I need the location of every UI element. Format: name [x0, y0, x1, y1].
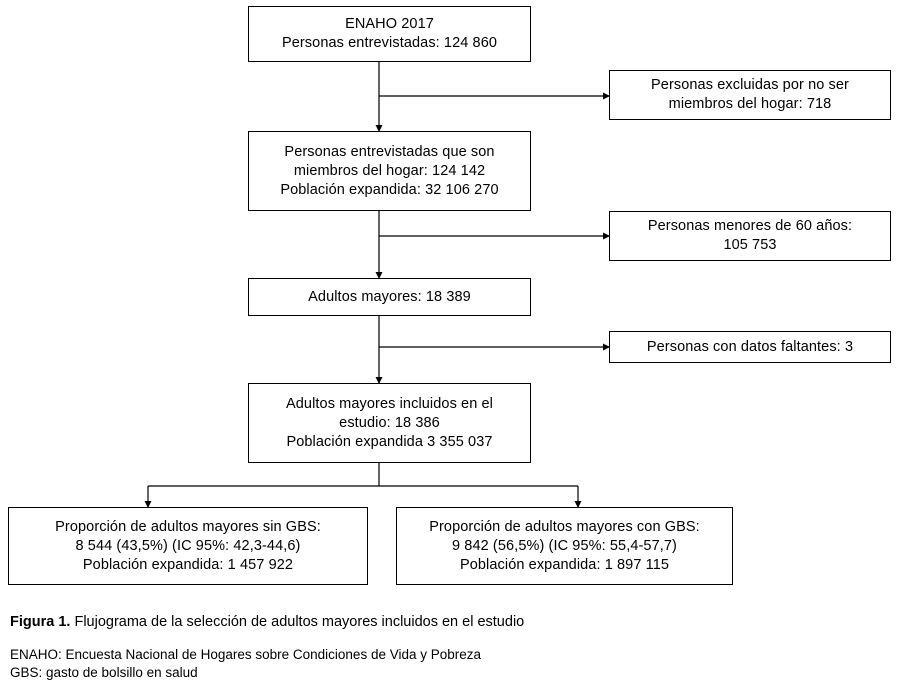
- flow-node-con-gbs-line-1: Proporción de adultos mayores con GBS:: [429, 518, 700, 535]
- flow-node-adultos-incluidos: Adultos mayores incluidos en el estudio:…: [248, 383, 531, 463]
- flow-node-incluidos-line-3: Población expandida 3 355 037: [286, 433, 493, 450]
- flow-node-incluidos-line-2: estudio: 18 386: [339, 414, 440, 431]
- flow-node-excluidos: Personas excluidas por no ser miembros d…: [609, 70, 891, 120]
- flowchart-connectors: [144, 62, 610, 508]
- flow-node-sin-gbs: Proporción de adultos mayores sin GBS: 8…: [8, 507, 368, 585]
- flow-node-miembros-hogar: Personas entrevistadas que son miembros …: [248, 131, 531, 211]
- flow-node-sin-gbs-line-2: 8 544 (43,5%) (IC 95%: 42,3-44,6): [75, 537, 301, 554]
- flow-node-adultos-line-1: Adultos mayores: 18 389: [308, 288, 471, 305]
- flow-node-con-gbs-line-3: Población expandida: 1 897 115: [459, 556, 670, 573]
- footnote-enaho: ENAHO: Encuesta Nacional de Hogares sobr…: [10, 647, 482, 662]
- flow-node-miembros-line-2: miembros del hogar: 124 142: [293, 162, 486, 179]
- flow-node-con-gbs: Proporción de adultos mayores con GBS: 9…: [396, 507, 733, 585]
- flow-node-enaho-line-2: Personas entrevistadas: 124 860: [281, 35, 498, 51]
- flow-node-faltantes-line-1: Personas con datos faltantes: 3: [646, 338, 854, 355]
- flow-node-miembros-line-3: Población expandida: 32 106 270: [280, 181, 499, 198]
- connector-incluidos-split: [144, 463, 582, 508]
- figure-footnotes: ENAHO: Encuesta Nacional de Hogares sobr…: [10, 646, 890, 682]
- footnote-gbs: GBS: gasto de bolsillo en salud: [10, 665, 198, 680]
- flow-node-adultos-mayores: Adultos mayores: 18 389: [248, 278, 531, 316]
- flow-node-enaho-line-1: ENAHO 2017: [345, 16, 434, 32]
- figure-caption-block: Figura 1. Flujograma de la selección de …: [10, 612, 890, 682]
- flow-node-menores-line-2: 105 753: [723, 237, 777, 253]
- flow-node-incluidos-line-1: Adultos mayores incluidos en el: [285, 395, 493, 412]
- flow-node-con-gbs-line-2: 9 842 (56,5%) (IC 95%: 55,4-57,7): [452, 537, 677, 554]
- flow-node-menores-60: Personas menores de 60 años: 105 753: [609, 211, 891, 261]
- flow-node-sin-gbs-line-1: Proporción de adultos mayores sin GBS:: [55, 518, 321, 535]
- figure-caption: Figura 1. Flujograma de la selección de …: [10, 612, 890, 632]
- flow-node-enaho: ENAHO 2017 Personas entrevistadas: 124 8…: [248, 6, 531, 62]
- figure-label: Figura 1.: [10, 614, 71, 630]
- flow-node-datos-faltantes: Personas con datos faltantes: 3: [609, 331, 891, 363]
- figure-caption-text: Flujograma de la selección de adultos ma…: [74, 614, 525, 630]
- flow-node-sin-gbs-line-3: Población expandida: 1 457 922: [82, 556, 294, 573]
- flow-node-menores-line-1: Personas menores de 60 años:: [647, 218, 853, 234]
- flow-node-excluidos-line-1: Personas excluidas por no ser: [651, 77, 849, 93]
- flow-node-miembros-line-1: Personas entrevistadas que son: [284, 143, 495, 160]
- flow-node-excluidos-line-2: miembros del hogar: 718: [668, 96, 832, 112]
